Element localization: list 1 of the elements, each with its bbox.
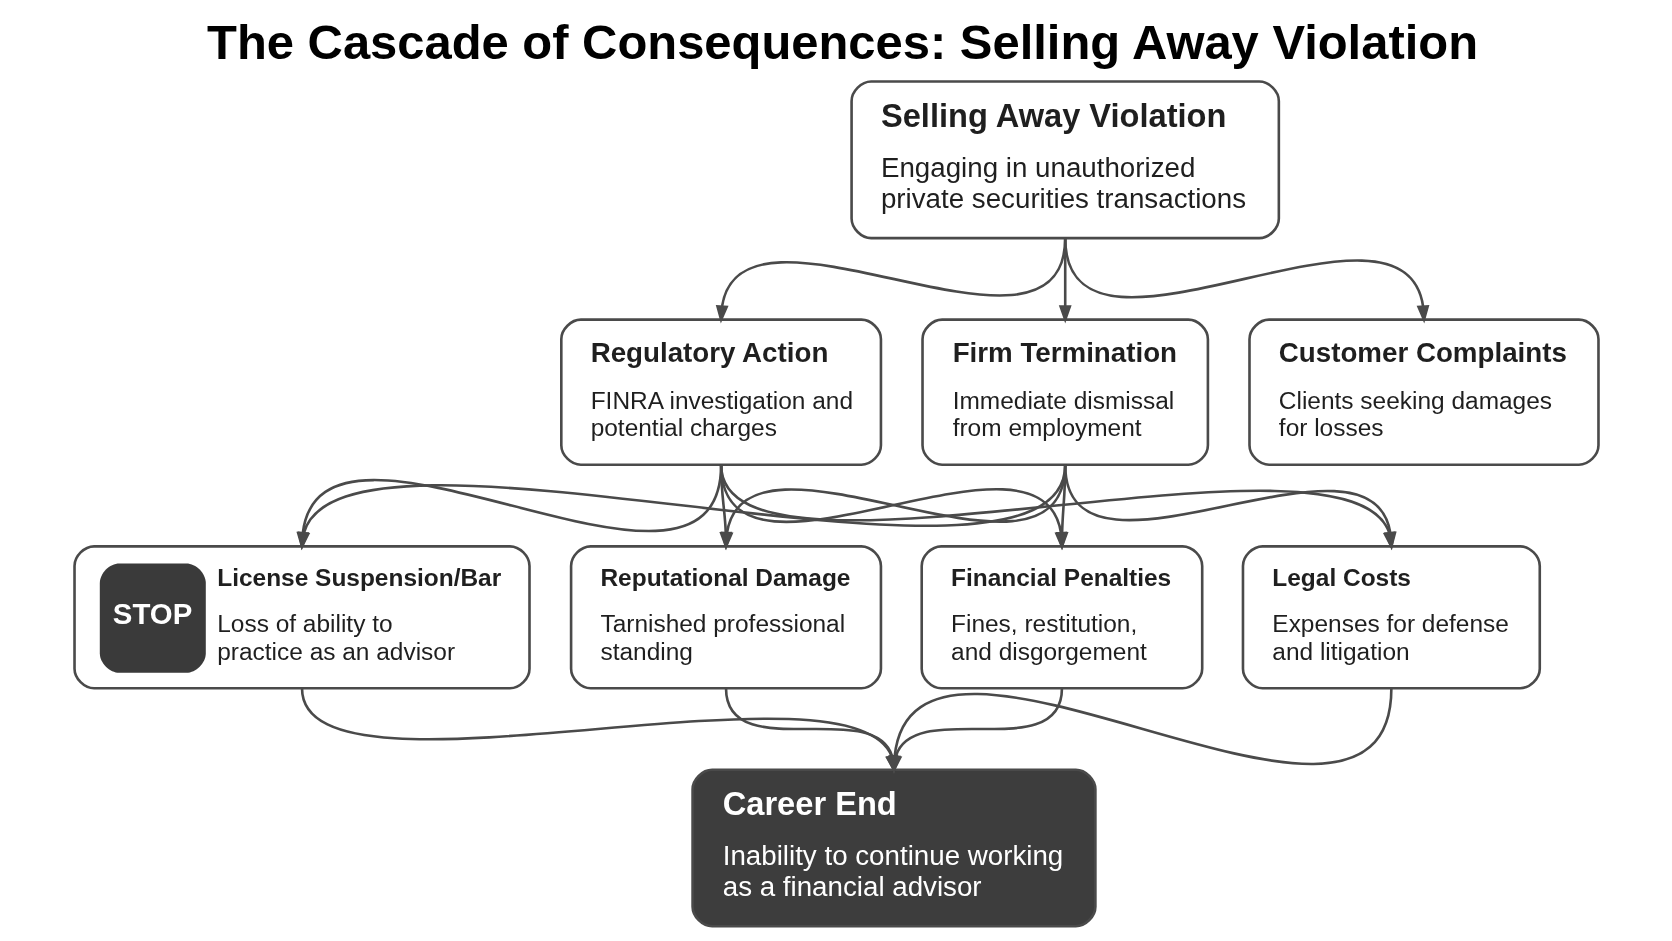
diagram-title: The Cascade of Consequences: Selling Away Violation [206,14,1478,69]
